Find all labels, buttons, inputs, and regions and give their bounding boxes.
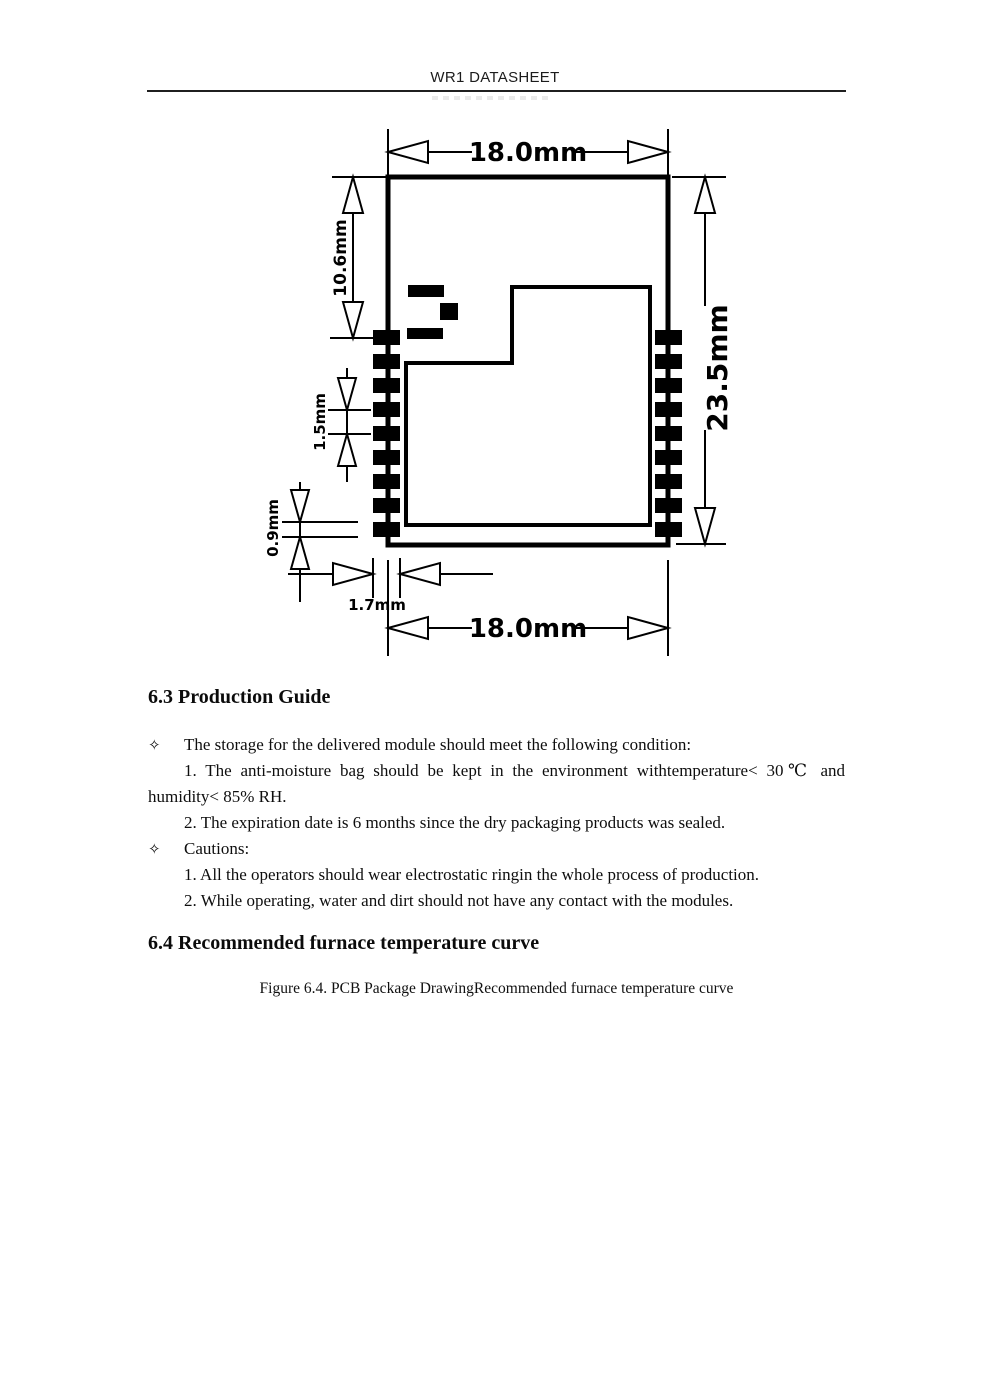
pcb-package-drawing-svg: 18.0mm 18.0mm 10.6mm 1.5mm 0.9mm 1.7mm 2…	[264, 129, 734, 656]
dim-label-pad-pitch: 1.5mm	[311, 393, 329, 451]
dim-label-pad-height: 0.9mm	[264, 499, 282, 557]
storage-bullet-line: ✧ The storage for the delivered module s…	[148, 732, 845, 758]
cautions-bullet-line: ✧ Cautions:	[148, 836, 845, 862]
right-pad-column	[655, 330, 682, 537]
dim-label-top-width: 18.0mm	[469, 138, 587, 168]
diamond-bullet-icon: ✧	[148, 840, 161, 858]
storage-condition-intro: The storage for the delivered module sho…	[184, 735, 692, 754]
figure-caption: Figure 6.4. PCB Package DrawingRecommend…	[259, 980, 734, 997]
dimension-arrowheads	[289, 139, 717, 641]
storage-rule-2: 2. The expiration date is 6 months since…	[184, 813, 726, 832]
dim-label-bottom-width: 18.0mm	[469, 614, 587, 644]
pcb-package-drawing: 18.0mm 18.0mm 10.6mm 1.5mm 0.9mm 1.7mm 2…	[240, 110, 740, 670]
header-divider	[147, 90, 846, 92]
header-ghost-artifact	[432, 96, 550, 100]
caution-rule-2: 2. While operating, water and dirt shoul…	[184, 891, 734, 910]
diamond-bullet-icon: ✧	[148, 736, 161, 754]
dim-label-pad-width: 1.7mm	[348, 596, 406, 614]
section-63-heading: 6.3 Production Guide	[148, 686, 331, 708]
antenna-traces	[407, 285, 458, 339]
section-63-body: ✧ The storage for the delivered module s…	[148, 732, 845, 914]
left-pad-column	[373, 330, 400, 537]
section-64-heading: 6.4 Recommended furnace temperature curv…	[148, 932, 540, 954]
storage-rule-1-line-2: humidity< 85% RH.	[148, 787, 287, 806]
dim-label-module-height: 23.5mm	[701, 304, 734, 431]
cautions-label: Cautions:	[184, 839, 250, 858]
caution-rule-1: 1. All the operators should wear electro…	[184, 865, 760, 884]
shield-outline	[404, 285, 652, 527]
dim-label-antenna-height: 10.6mm	[331, 219, 351, 296]
page-header-title: WR1 DATASHEET	[430, 69, 560, 86]
storage-rule-1-line-1: 1. The anti-moisture bag should be kept …	[184, 761, 845, 780]
